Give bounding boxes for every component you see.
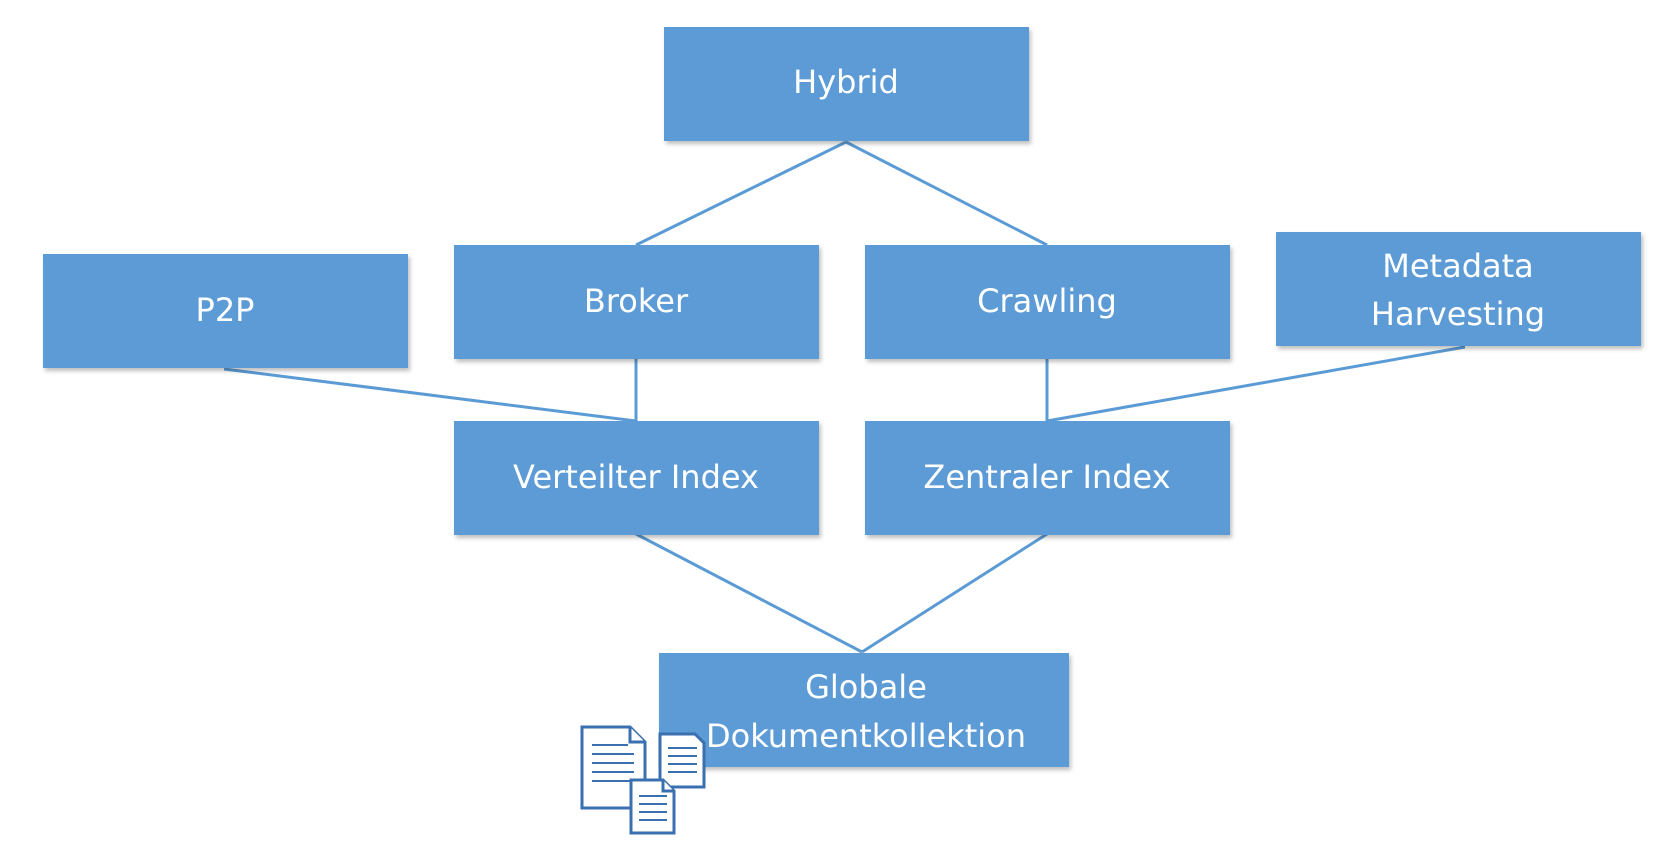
documents-icon: [580, 725, 706, 835]
node-p2p-label: P2P: [196, 291, 255, 329]
edge-hybrid-broker: [635, 140, 847, 247]
node-zentraler-label: Zentraler Index: [923, 458, 1170, 496]
node-globale-label-line1: Globale: [805, 668, 927, 706]
document-sheet-icon: [629, 778, 676, 835]
edge-zentraler-globale: [861, 532, 1048, 654]
document-sheet-icon: [580, 725, 647, 810]
node-broker-label: Broker: [584, 282, 689, 320]
document-sheet-icon: [658, 732, 706, 789]
node-metadata-harvesting: Metadata Harvesting: [1276, 232, 1641, 346]
node-hybrid-label: Hybrid: [793, 63, 899, 101]
edge-metadata-zentraler: [1046, 345, 1466, 423]
node-crawling-label: Crawling: [977, 282, 1117, 320]
node-zentraler-index: Zentraler Index: [865, 421, 1230, 535]
edge-hybrid-crawling: [845, 140, 1048, 247]
node-broker: Broker: [454, 245, 819, 359]
node-crawling: Crawling: [865, 245, 1230, 359]
node-globale-dokumentkollektion: Globale Dokumentkollektion: [659, 653, 1069, 767]
node-verteilter-index: Verteilter Index: [454, 421, 819, 535]
node-metadata-label-line2: Harvesting: [1371, 295, 1545, 333]
edge-verteilter-globale: [635, 532, 863, 654]
node-globale-label-line2: Dokumentkollektion: [706, 717, 1026, 755]
node-hybrid: Hybrid: [664, 27, 1029, 141]
edge-p2p-verteilter: [223, 367, 637, 423]
node-verteilter-label: Verteilter Index: [513, 458, 759, 496]
node-metadata-label-line1: Metadata: [1382, 247, 1534, 285]
edges: [223, 140, 1466, 654]
node-p2p: P2P: [43, 254, 408, 368]
